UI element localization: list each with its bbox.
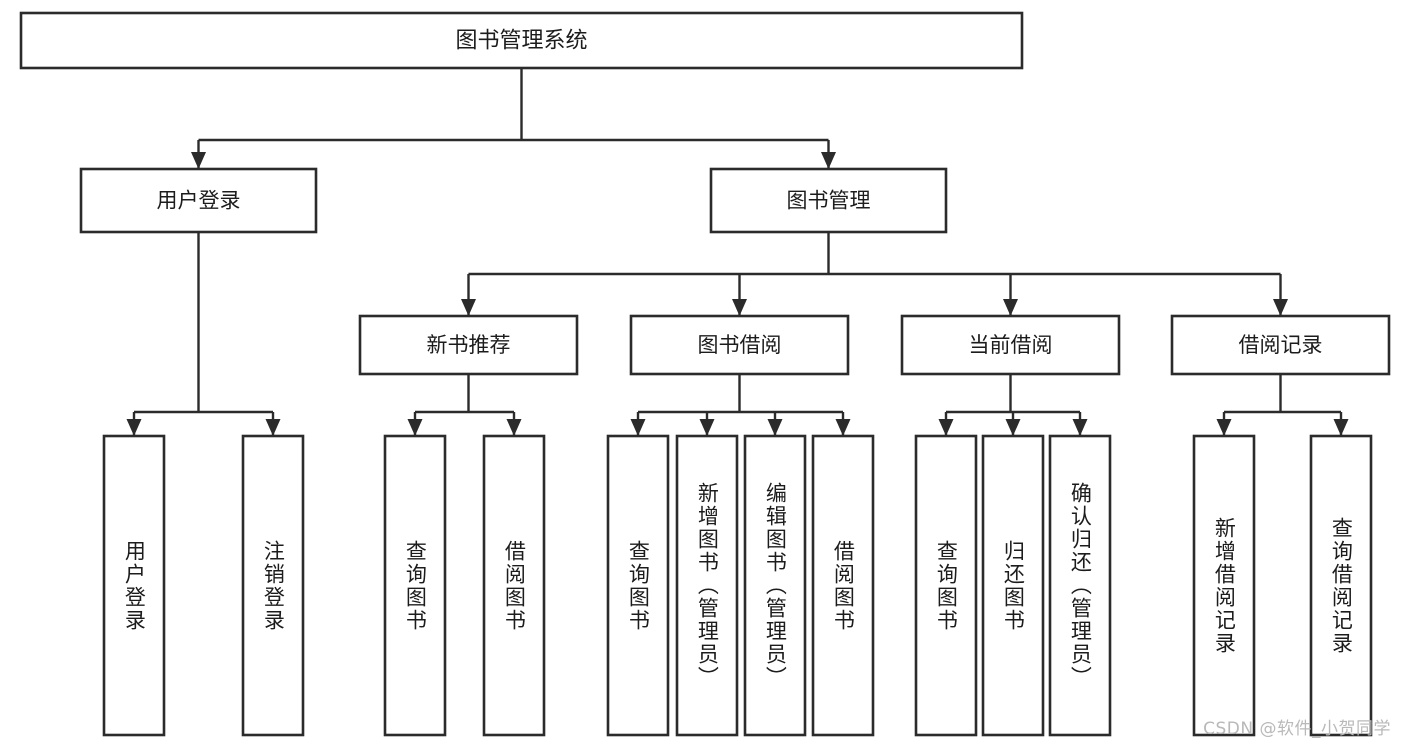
- node-leaf-query-book-3[interactable]: [914, 434, 978, 737]
- arrow-head-icon: [699, 419, 715, 436]
- arrow-head-icon: [732, 299, 747, 316]
- arrow-head-icon: [1333, 419, 1349, 436]
- node-borrow-record[interactable]: 借阅记录: [1170, 314, 1391, 376]
- arrow-head-icon: [1072, 419, 1088, 436]
- node-box-book-manage[interactable]: [709, 167, 948, 234]
- node-box-leaf-query-record[interactable]: [1309, 434, 1373, 737]
- node-box-leaf-query-book-1[interactable]: [383, 434, 447, 737]
- node-leaf-user-logout[interactable]: [241, 434, 305, 737]
- node-box-user-login[interactable]: [79, 167, 318, 234]
- arrow-head-icon: [1005, 419, 1021, 436]
- node-box-leaf-edit-book[interactable]: [743, 434, 807, 737]
- arrow-head-icon: [265, 419, 281, 436]
- node-label-current-borrow: 当前借阅: [969, 333, 1053, 357]
- arrow-head-icon: [630, 419, 646, 436]
- node-leaf-query-book-1[interactable]: [383, 434, 447, 737]
- node-box-leaf-user-login[interactable]: [102, 434, 166, 737]
- arrow-head-icon: [126, 419, 142, 436]
- node-current-borrow[interactable]: 当前借阅: [900, 314, 1121, 376]
- arrow-head-icon: [407, 419, 423, 436]
- node-box-leaf-add-record[interactable]: [1192, 434, 1256, 737]
- node-leaf-query-book-2[interactable]: [606, 434, 670, 737]
- arrow-head-icon: [506, 419, 522, 436]
- node-new-book-rec[interactable]: 新书推荐: [358, 314, 579, 376]
- arrow-head-icon: [821, 152, 836, 169]
- node-leaf-borrow-book-2[interactable]: [811, 434, 875, 737]
- node-box-leaf-query-book-2[interactable]: [606, 434, 670, 737]
- node-leaf-borrow-book-1[interactable]: [482, 434, 546, 737]
- node-label-new-book-rec: 新书推荐: [427, 333, 511, 357]
- node-leaf-add-book[interactable]: [675, 434, 739, 737]
- node-user-login[interactable]: 用户登录: [79, 167, 318, 234]
- node-leaf-user-login[interactable]: [102, 434, 166, 737]
- arrow-head-icon: [1216, 419, 1232, 436]
- node-label-book-borrow: 图书借阅: [698, 333, 782, 357]
- node-box-leaf-user-logout[interactable]: [241, 434, 305, 737]
- node-leaf-add-record[interactable]: [1192, 434, 1256, 737]
- node-leaf-query-record[interactable]: [1309, 434, 1373, 737]
- node-label-borrow-record: 借阅记录: [1239, 333, 1323, 357]
- node-leaf-return-book[interactable]: [981, 434, 1045, 737]
- node-box-leaf-query-book-3[interactable]: [914, 434, 978, 737]
- node-label-book-manage: 图书管理: [787, 189, 871, 213]
- node-box-leaf-borrow-book-2[interactable]: [811, 434, 875, 737]
- arrow-head-icon: [191, 152, 206, 169]
- node-leaf-confirm-return[interactable]: [1048, 434, 1112, 737]
- node-box-current-borrow[interactable]: [900, 314, 1121, 376]
- arrow-head-icon: [938, 419, 954, 436]
- node-box-root[interactable]: [19, 11, 1024, 70]
- node-book-borrow[interactable]: 图书借阅: [629, 314, 850, 376]
- arrow-head-icon: [835, 419, 851, 436]
- arrow-head-icon: [767, 419, 783, 436]
- connectors-layer: [126, 68, 1349, 436]
- node-leaf-edit-book[interactable]: [743, 434, 807, 737]
- arrow-head-icon: [1273, 299, 1288, 316]
- node-root[interactable]: 图书管理系统: [19, 11, 1024, 70]
- node-label-user-login: 用户登录: [157, 189, 241, 213]
- arrow-head-icon: [1003, 299, 1018, 316]
- node-box-book-borrow[interactable]: [629, 314, 850, 376]
- arrow-head-icon: [461, 299, 476, 316]
- node-box-leaf-borrow-book-1[interactable]: [482, 434, 546, 737]
- node-box-leaf-return-book[interactable]: [981, 434, 1045, 737]
- node-label-root: 图书管理系统: [455, 29, 587, 54]
- node-book-manage[interactable]: 图书管理: [709, 167, 948, 234]
- node-box-new-book-rec[interactable]: [358, 314, 579, 376]
- node-box-leaf-add-book[interactable]: [675, 434, 739, 737]
- node-box-leaf-confirm-return[interactable]: [1048, 434, 1112, 737]
- node-box-borrow-record[interactable]: [1170, 314, 1391, 376]
